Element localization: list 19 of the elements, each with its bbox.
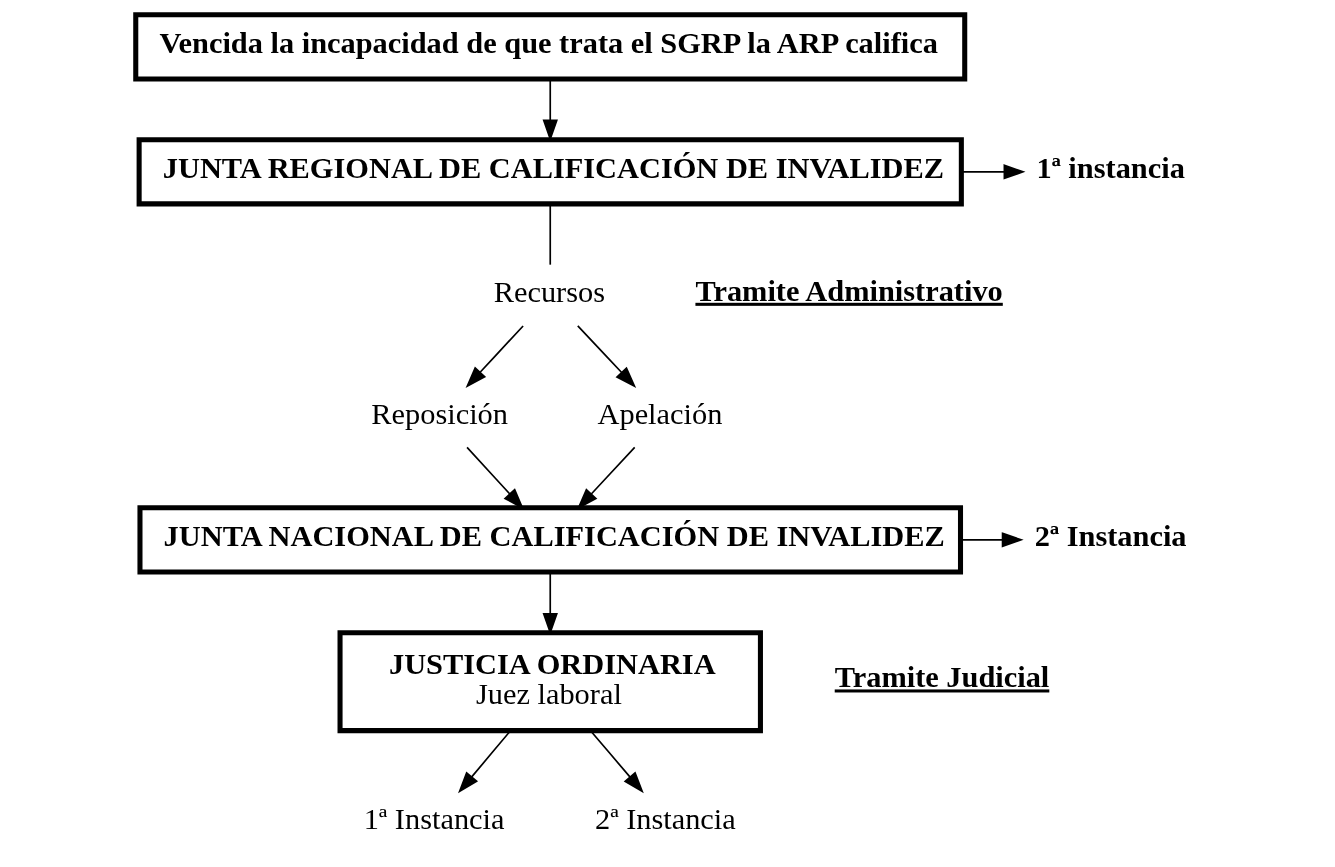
label: Tramite Administrativo [694,273,1003,308]
node-text: 2ª Instancia [1034,518,1187,553]
node-text: Reposición [370,397,508,432]
arrow [589,730,644,794]
node-box: JUSTICIA ORDINARIA Juez laboral [337,630,763,734]
arrow [576,325,636,388]
node-box: JUNTA REGIONAL DE CALIFICACIÓN DE INVALIDEZ [136,137,964,207]
node-text: Apelación [597,397,722,432]
label: Tramite Judicial [834,660,1049,695]
node-text: 1ª Instancia [363,802,504,837]
node-text: Recursos [493,275,605,310]
arrow [457,730,511,794]
node-box: Vencida la incapacidad de que trata el SGRP la ARP califica [132,12,967,82]
connector [548,203,551,266]
node-box: JUNTA NACIONAL DE CALIFICACIÓN DE INVALIDEZ [136,505,963,575]
node-text: 1ª instancia [1035,150,1185,185]
arrow [465,325,524,388]
node-text: 2ª Instancia [594,802,736,837]
arrow [960,164,1025,180]
